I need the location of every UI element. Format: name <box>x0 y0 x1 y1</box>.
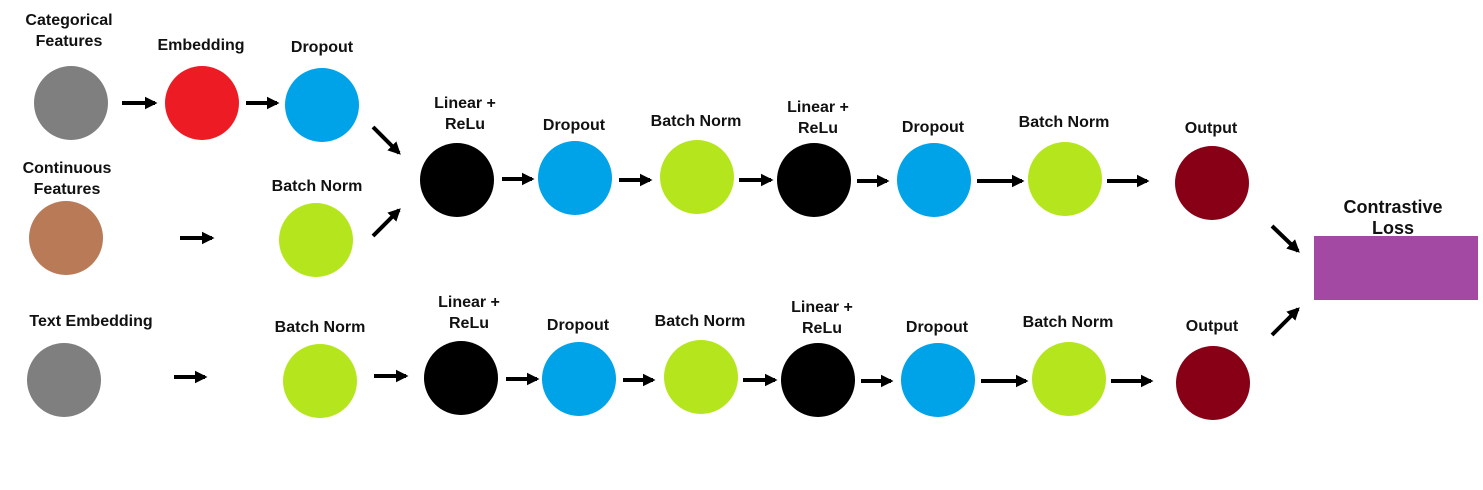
bottom-output-label: Output <box>1185 318 1239 335</box>
top-dropout-2-node <box>897 143 971 217</box>
bottom-batchnorm-input-label: Batch Norm <box>274 319 366 336</box>
bottom-linear-relu-2-label: Linear + ReLu <box>791 299 853 337</box>
top-linear-relu-1-node <box>420 143 494 217</box>
contrastive-loss-box <box>1314 236 1478 300</box>
top-dropout-1-label: Dropout <box>542 117 606 134</box>
contrastive-loss-label: Contrastive Loss <box>1343 197 1443 238</box>
bottom-linear-relu-1-node <box>424 341 498 415</box>
bottom-batchnorm-1-node <box>664 340 738 414</box>
top-dropout-node <box>285 68 359 142</box>
categorical-features-label: Categorical Features <box>25 12 113 50</box>
top-linear-relu-1-label: Linear + ReLu <box>434 95 496 133</box>
arrow-top-batchnorm-to-merge <box>371 208 401 238</box>
top-linear-relu-2-label: Linear + ReLu <box>787 99 849 137</box>
top-dropout-label: Dropout <box>290 39 354 56</box>
top-linear-relu-2-node <box>777 143 851 217</box>
bottom-linear-relu-1-label: Linear + ReLu <box>438 294 500 332</box>
top-dropout-2-label: Dropout <box>901 119 965 136</box>
bottom-batchnorm-input-node <box>283 344 357 418</box>
top-batchnorm-2-node <box>1028 142 1102 216</box>
bottom-batchnorm-2-label: Batch Norm <box>1022 314 1114 331</box>
top-output-node <box>1175 146 1249 220</box>
bottom-output-node <box>1176 346 1250 420</box>
top-batchnorm-1-label: Batch Norm <box>650 113 742 130</box>
embedding-label: Embedding <box>157 37 245 54</box>
top-output-label: Output <box>1184 120 1238 137</box>
bottom-dropout-1-label: Dropout <box>546 317 610 334</box>
arrow-bottom-output-to-loss <box>1270 307 1300 337</box>
bottom-linear-relu-2-node <box>781 343 855 417</box>
bottom-dropout-2-label: Dropout <box>905 319 969 336</box>
top-batchnorm-input-label: Batch Norm <box>271 178 363 195</box>
text-embedding-node <box>27 343 101 417</box>
categorical-features-node <box>34 66 108 140</box>
top-batchnorm-input-node <box>279 203 353 277</box>
continuous-features-label: Continuous Features <box>22 160 112 198</box>
top-dropout-1-node <box>538 141 612 215</box>
bottom-dropout-1-node <box>542 342 616 416</box>
top-batchnorm-1-node <box>660 140 734 214</box>
embedding-node <box>165 66 239 140</box>
bottom-dropout-2-node <box>901 343 975 417</box>
text-embedding-label: Text Embedding <box>29 313 153 330</box>
bottom-batchnorm-1-label: Batch Norm <box>654 313 746 330</box>
continuous-features-node <box>29 201 103 275</box>
top-batchnorm-2-label: Batch Norm <box>1018 114 1110 131</box>
arrow-top-dropout-to-merge <box>371 125 401 155</box>
bottom-batchnorm-2-node <box>1032 342 1106 416</box>
arrow-top-output-to-loss <box>1270 224 1300 253</box>
